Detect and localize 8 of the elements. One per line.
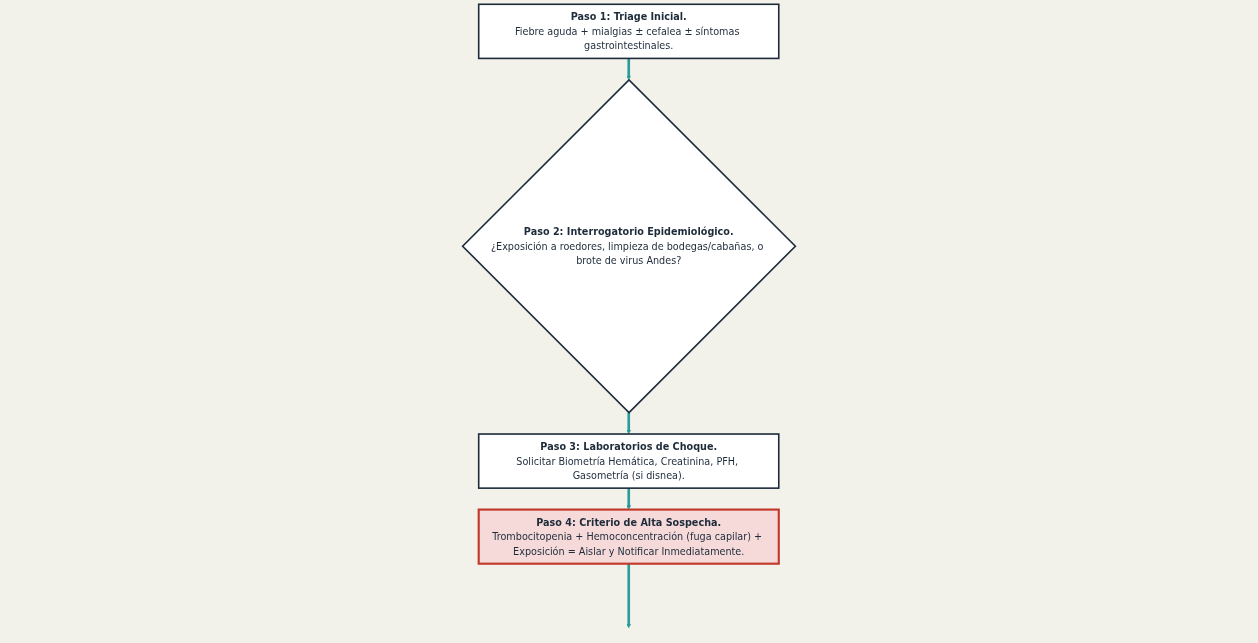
node-box: Paso 3: Laboratorios de Choque. Solicitar Biometría Hemática, Creatinina, PFH, Gasometría (si disnea). bbox=[477, 433, 780, 489]
arrow bbox=[626, 488, 632, 510]
arrow bbox=[626, 58, 632, 81]
arrow bbox=[626, 412, 632, 435]
node-box: Paso 4: Criterio de Alta Sospecha. Trombocitopenia + Hemoconcentración (fuga capilar) + Exposición = Aislar y Notificar Inmediatamente. bbox=[477, 508, 780, 565]
node-box: Paso 1: Triage Inicial. Fiebre aguda + mialgias ± cefalea ± síntomas gastrointestinales. bbox=[477, 3, 780, 60]
arrow bbox=[626, 563, 632, 629]
node-diamond: Paso 2: Interrogatorio Epidemiológico. ¿Exposición a roedores, limpieza de bodegas/cabañas, o brote de virus Andes? bbox=[461, 78, 797, 414]
